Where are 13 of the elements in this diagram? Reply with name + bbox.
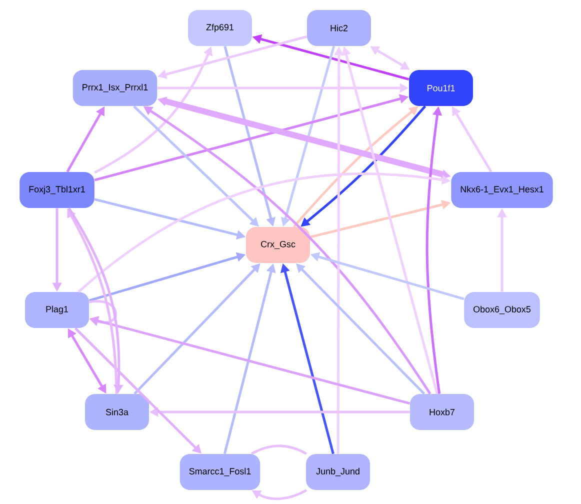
gene-box: Plag1 (25, 292, 89, 328)
gene-box: Foxj3_Tbl1xr1 (20, 172, 94, 208)
gene-box: Pou1f1 (409, 70, 473, 106)
gene-box: Crx_Gsc (246, 227, 310, 263)
gene-box: Hoxb7 (410, 394, 474, 430)
gene-box: Obox6_Obox5 (464, 292, 540, 328)
gene-box: Smarcc1_Fosl1 (180, 454, 260, 490)
gene-box: Zfp691 (188, 10, 252, 46)
gene-box: Hic2 (307, 10, 371, 46)
gene-box: Junb_Jund (306, 454, 370, 490)
gene-box: Prrx1_Isx_Prrxl1 (72, 70, 158, 106)
gene-box: Nkx6-1_Evx1_Hesx1 (451, 172, 553, 208)
gene-box: Sin3a (85, 394, 149, 430)
